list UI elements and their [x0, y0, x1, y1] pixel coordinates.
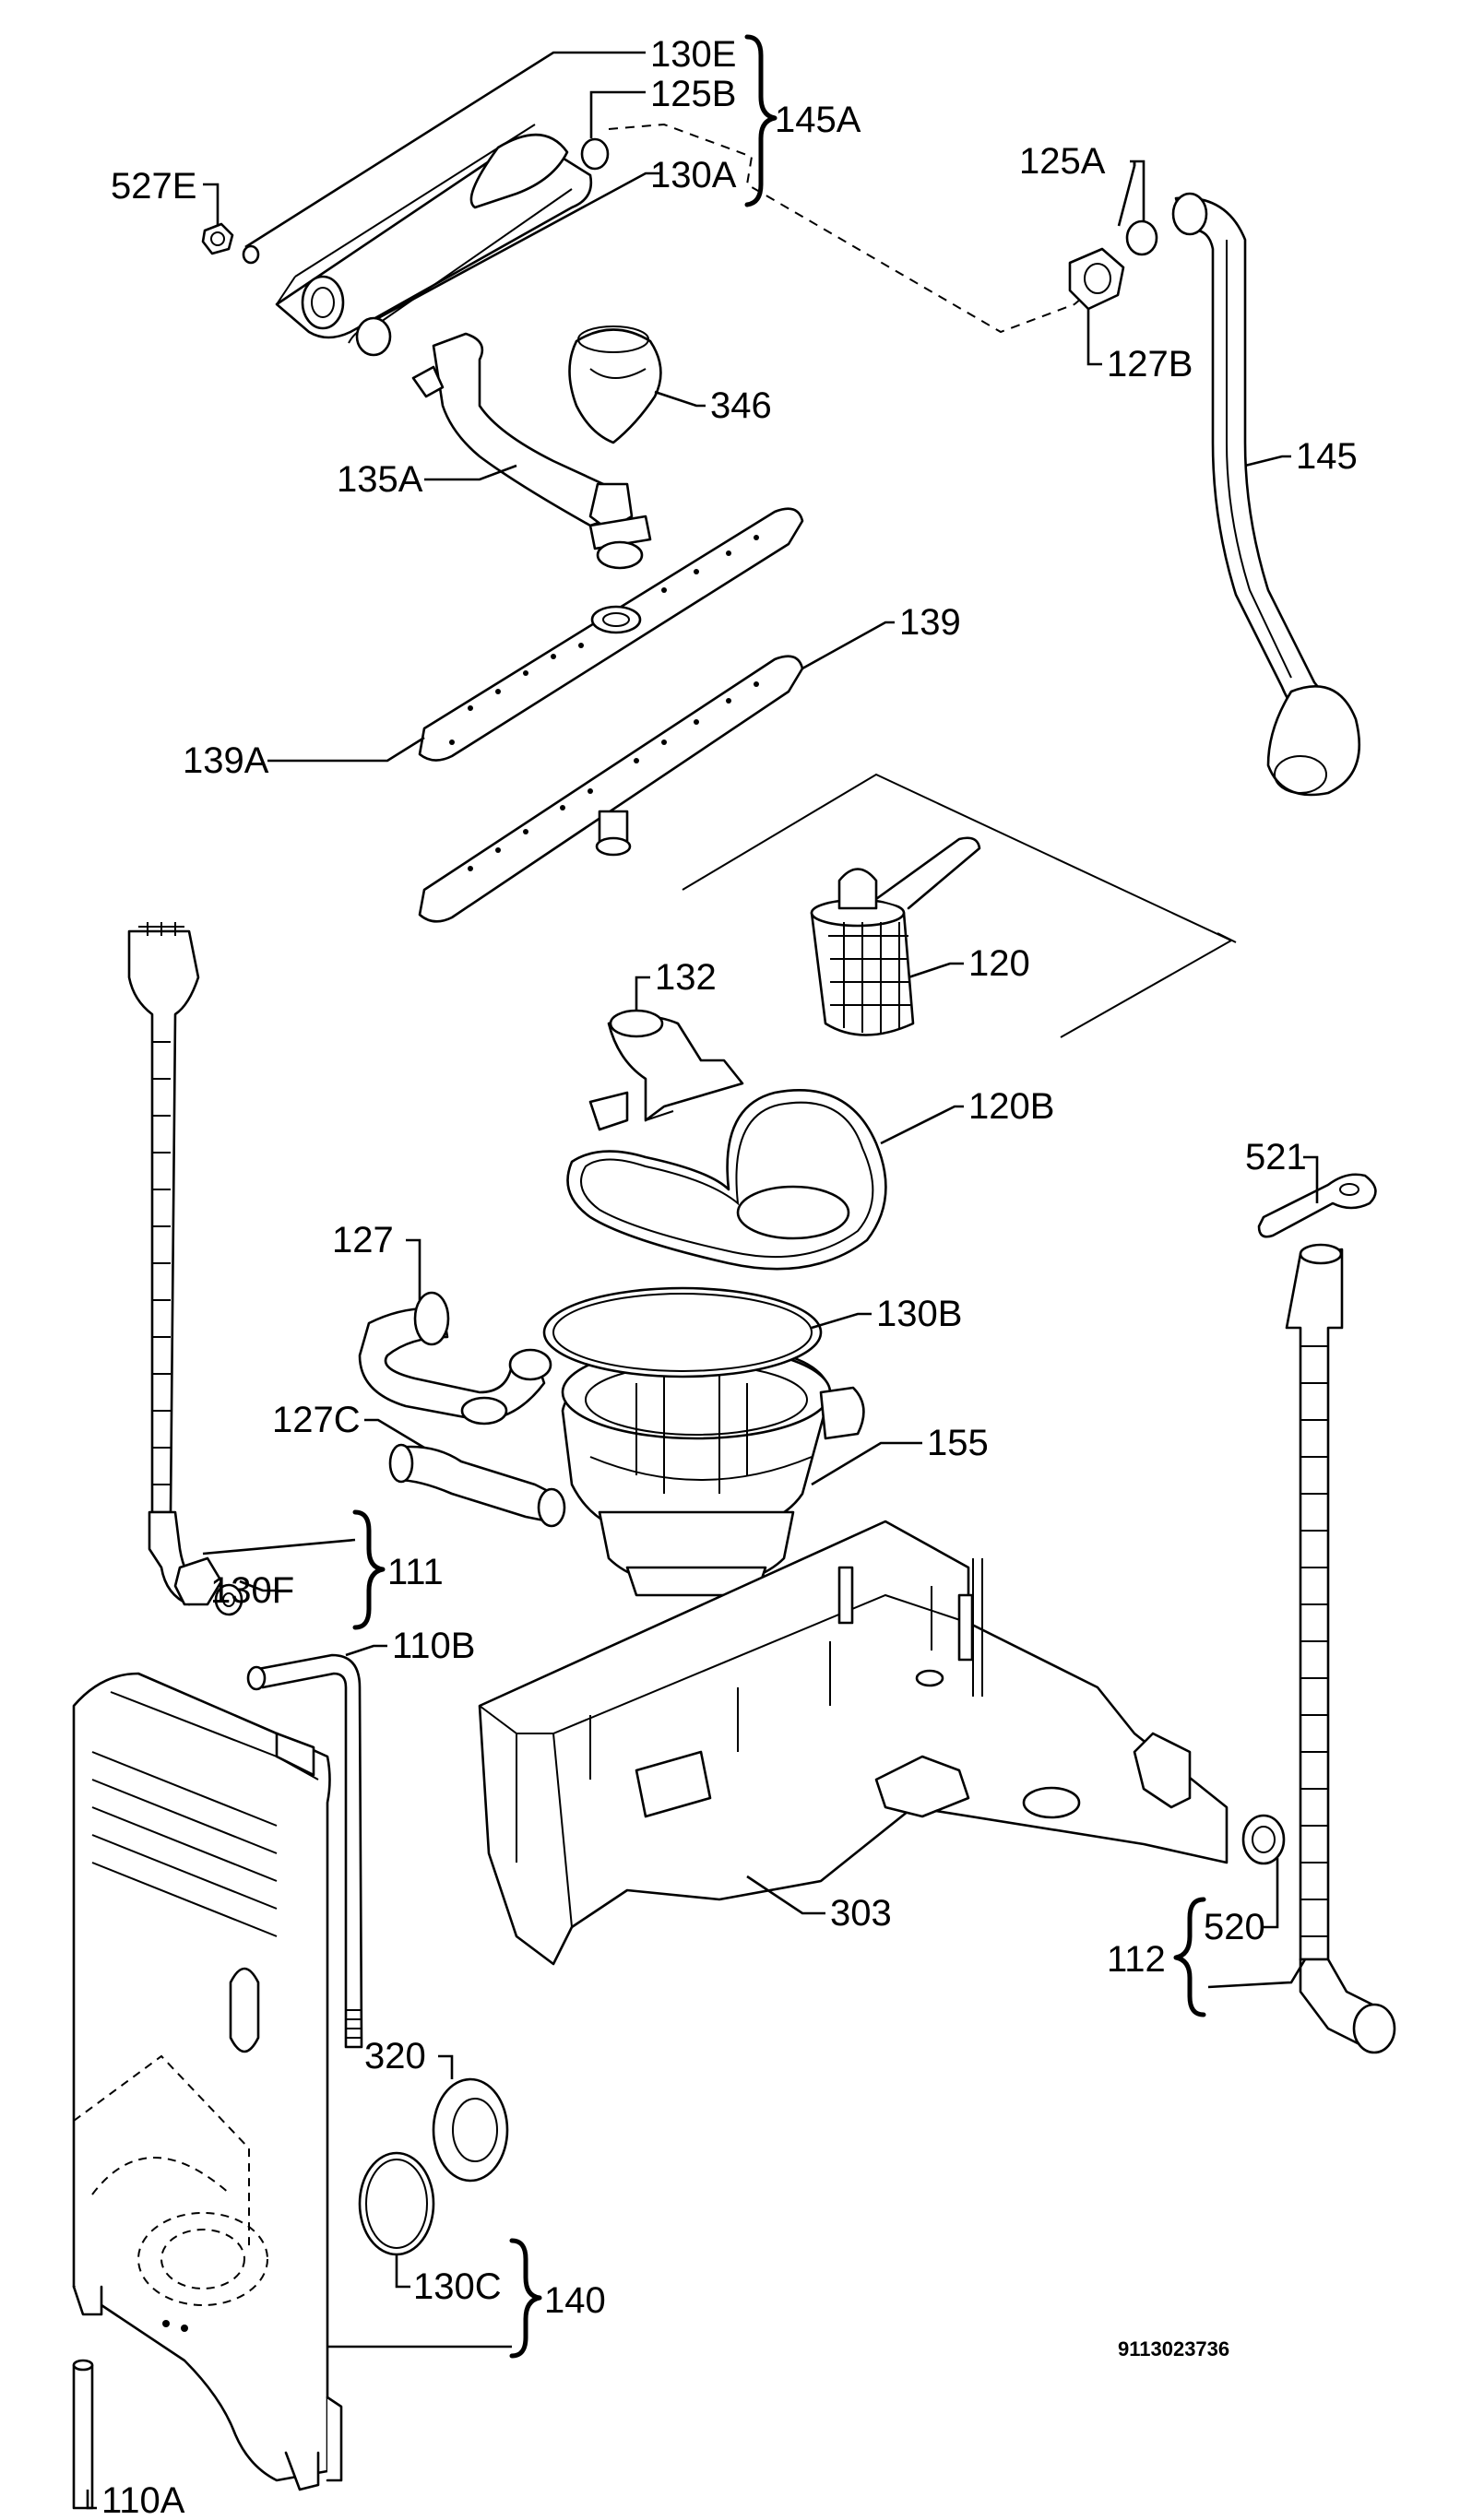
leader-120	[908, 962, 964, 979]
hose-145	[1171, 192, 1361, 797]
part-132	[588, 1009, 744, 1131]
leader-320	[438, 2054, 454, 2079]
o-ring-125b	[580, 137, 610, 171]
part-346	[568, 325, 662, 444]
brace-111	[352, 1509, 386, 1630]
leader-125a-b	[1130, 160, 1146, 221]
drain-hose-112	[1285, 1243, 1396, 2054]
leader-130b	[811, 1312, 872, 1330]
gasket-120b	[566, 1089, 887, 1271]
leader-527e	[203, 183, 220, 226]
leader-127b	[1086, 309, 1102, 366]
leader-135a	[424, 464, 517, 481]
label-125b: 125B	[650, 74, 736, 114]
document-code: 9113023736	[1118, 2337, 1229, 2360]
leader-130f	[239, 1579, 277, 1592]
clip-521	[1257, 1173, 1377, 1238]
leader-112	[1207, 1958, 1307, 1989]
label-127b: 127B	[1107, 344, 1193, 385]
label-346: 346	[710, 385, 772, 426]
label-110b: 110B	[392, 1626, 475, 1666]
filter-outline-tick	[1217, 932, 1237, 943]
label-130b: 130B	[876, 1294, 962, 1334]
filter-120	[810, 836, 981, 1036]
leader-139	[801, 621, 895, 670]
inlet-hose-111	[127, 922, 223, 1606]
label-130f: 130F	[210, 1570, 294, 1611]
label-112: 112	[1107, 1939, 1166, 1980]
hose-127	[358, 1291, 552, 1426]
ring-130b	[542, 1286, 823, 1378]
leader-130a	[377, 172, 659, 320]
o-ring-130a	[355, 316, 392, 357]
label-120b: 120B	[968, 1086, 1054, 1127]
spray-arm-139a	[418, 507, 804, 762]
leader-130e	[244, 51, 646, 249]
label-120: 120	[968, 943, 1030, 984]
seal-320	[432, 2077, 509, 2183]
leader-132	[635, 976, 650, 1010]
leader-520	[1264, 1858, 1279, 1929]
leader-130c	[395, 2254, 410, 2289]
label-155: 155	[927, 1423, 989, 1463]
arm-135a	[411, 332, 652, 570]
leader-110b	[345, 1644, 387, 1657]
leader-139a	[267, 736, 425, 763]
brace-140	[509, 2238, 542, 2359]
label-130a: 130A	[650, 155, 737, 195]
label-127: 127	[332, 1220, 394, 1260]
label-521: 521	[1245, 1137, 1307, 1177]
tube-110b	[246, 1653, 363, 2049]
tube-110a	[72, 2359, 94, 2510]
leader-110a	[86, 2490, 97, 2510]
leader-120b	[880, 1105, 964, 1145]
label-520: 520	[1204, 1907, 1265, 1947]
label-111: 111	[387, 1552, 444, 1592]
label-145: 145	[1296, 436, 1358, 477]
label-110a: 110A	[101, 2480, 185, 2520]
brace-145a	[744, 34, 778, 207]
label-130c: 130C	[413, 2266, 502, 2307]
washer-527e	[242, 244, 260, 265]
label-320: 320	[364, 2036, 426, 2076]
brace-112	[1173, 1897, 1206, 2017]
ring-130c	[358, 2151, 435, 2256]
leader-346	[654, 390, 706, 408]
connector-127b	[1068, 247, 1125, 311]
base-tray-303	[478, 1520, 1229, 1966]
hose-127c	[388, 1443, 566, 1528]
leader-125b	[589, 90, 646, 138]
nut-130f	[214, 1583, 243, 1616]
label-527e: 527E	[111, 166, 196, 207]
leader-155	[811, 1441, 922, 1486]
label-303: 303	[830, 1893, 892, 1934]
leader-111	[202, 1538, 356, 1556]
label-132: 132	[655, 957, 717, 998]
label-139a: 139A	[183, 740, 269, 781]
leader-521	[1303, 1155, 1319, 1203]
side-panel-140	[72, 1672, 343, 2491]
leader-125a	[1117, 161, 1136, 227]
leader-127c	[364, 1418, 425, 1449]
spray-arm-139	[418, 655, 804, 923]
label-125a: 125A	[1019, 141, 1106, 182]
nut-527e	[201, 222, 234, 255]
o-ring-125a	[1125, 219, 1158, 256]
label-140: 140	[544, 2280, 606, 2321]
label-130e: 130E	[650, 34, 736, 75]
leader-145	[1244, 455, 1291, 467]
leader-127	[406, 1238, 421, 1300]
label-135a: 135A	[337, 459, 423, 500]
upper-spray-arm-130e	[275, 124, 593, 339]
label-139: 139	[899, 602, 961, 643]
label-127c: 127C	[272, 1400, 361, 1440]
filter-outline	[682, 773, 1234, 1038]
part-520	[1241, 1814, 1286, 1865]
leader-303	[746, 1875, 825, 1915]
label-145a: 145A	[775, 100, 861, 140]
